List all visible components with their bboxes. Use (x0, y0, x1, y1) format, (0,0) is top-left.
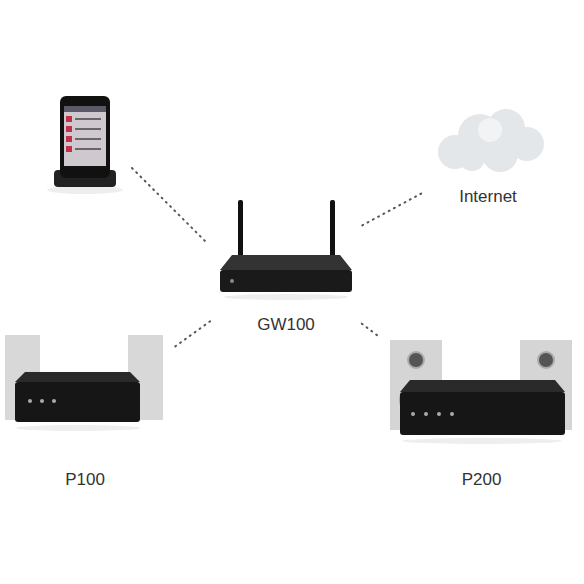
shadow (402, 438, 562, 444)
device-label: P100 (65, 470, 105, 490)
shadow (224, 294, 348, 300)
screen-bar (64, 106, 106, 112)
player-top (400, 380, 565, 392)
device-label: GW100 (257, 315, 315, 335)
dotted-link (362, 193, 422, 226)
screen-icon (66, 136, 72, 142)
screen-icon (66, 146, 72, 152)
status-led (437, 412, 441, 416)
dotted-link (362, 324, 380, 338)
status-led (40, 399, 44, 403)
status-led (28, 399, 32, 403)
router-top (220, 255, 352, 270)
player-node: P100 (0, 330, 170, 493)
player-node: P200 (385, 335, 578, 493)
dotted-link (175, 321, 210, 346)
phone-illustration (47, 96, 123, 194)
gateway-illustration (220, 200, 352, 300)
device-label: Internet (459, 187, 517, 207)
antenna (238, 200, 243, 262)
status-led (424, 412, 428, 416)
device-label: P200 (462, 470, 502, 490)
screen-line (75, 128, 101, 130)
player-front (400, 392, 565, 435)
phone-body (60, 96, 110, 178)
shadow (16, 425, 140, 431)
screen-line (75, 138, 101, 140)
cloud-node: Internet (428, 105, 548, 210)
screen-icon (66, 126, 72, 132)
screen-line (75, 148, 101, 150)
dotted-link (132, 168, 208, 244)
cloud-highlight (478, 118, 502, 142)
cloud-puff (459, 145, 485, 171)
status-led (450, 412, 454, 416)
status-led (411, 412, 415, 416)
status-led (52, 399, 56, 403)
phone-screen (64, 106, 106, 166)
p200-illustration (390, 340, 572, 444)
screen-line (75, 118, 101, 120)
player-top (15, 372, 140, 382)
shadow (47, 186, 123, 194)
status-led (230, 279, 234, 283)
gateway-node: GW100 (215, 195, 357, 338)
router-front (220, 270, 352, 292)
player-front (15, 382, 140, 422)
antenna (330, 200, 335, 262)
tweeter (408, 352, 424, 368)
p100-illustration (5, 335, 163, 431)
tweeter (538, 352, 554, 368)
cloud-illustration (438, 109, 544, 172)
screen-icon (66, 116, 72, 122)
